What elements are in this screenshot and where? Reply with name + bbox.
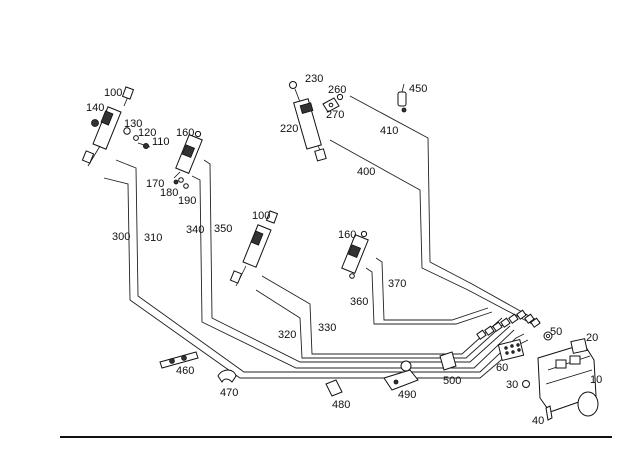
label-100-middle: 100 <box>252 210 270 222</box>
bundle-fittings <box>476 309 541 340</box>
label-130: 130 <box>124 118 142 130</box>
label-160-upper: 160 <box>176 127 194 139</box>
pipe-320 <box>255 289 507 359</box>
label-170: 170 <box>146 178 164 190</box>
nut-50 <box>543 331 553 341</box>
label-330: 330 <box>318 322 336 334</box>
valve-160-upper <box>173 130 203 189</box>
label-110: 110 <box>152 136 170 148</box>
label-490: 490 <box>398 389 416 401</box>
label-460: 460 <box>176 365 194 377</box>
pipe-350 <box>203 159 511 363</box>
cylinder-100-middle <box>229 210 279 287</box>
clip-470 <box>217 369 237 383</box>
valve-160-right <box>341 230 369 279</box>
pipe-410 <box>349 95 541 323</box>
pipe-400 <box>329 139 537 327</box>
label-450: 450 <box>409 83 427 95</box>
label-480: 480 <box>332 399 350 411</box>
pipe-340 <box>191 175 515 369</box>
label-350: 350 <box>214 223 232 235</box>
label-10: 10 <box>590 374 602 386</box>
pipe-370 <box>375 257 489 321</box>
label-320: 320 <box>278 329 296 341</box>
label-190: 190 <box>178 195 196 207</box>
bracket-480 <box>325 379 343 397</box>
label-360: 360 <box>350 296 368 308</box>
pipe-310 <box>115 159 525 373</box>
label-20: 20 <box>586 332 598 344</box>
label-260: 260 <box>328 84 346 96</box>
valve-450 <box>397 83 407 113</box>
label-310: 310 <box>144 232 162 244</box>
washer-30 <box>522 380 530 388</box>
label-120: 120 <box>138 127 156 139</box>
label-140: 140 <box>86 102 104 114</box>
label-220: 220 <box>280 123 298 135</box>
label-50: 50 <box>550 326 562 338</box>
label-300: 300 <box>112 231 130 243</box>
pipe-300 <box>103 177 529 379</box>
label-400: 400 <box>357 166 375 178</box>
bracket-270 <box>322 93 344 113</box>
label-470: 470 <box>220 387 238 399</box>
hydraulic-pump-10 <box>537 343 599 417</box>
holder-490 <box>383 360 419 391</box>
pipe-360 <box>365 267 493 325</box>
bolt-40 <box>545 405 553 421</box>
label-230: 230 <box>305 73 323 85</box>
label-60: 60 <box>496 362 508 374</box>
connector-block-60 <box>497 338 525 362</box>
part-labels: 100 140 130 120 110 160 170 180 190 230 … <box>86 73 602 427</box>
small-parts-130-110 <box>123 127 151 149</box>
label-180: 180 <box>160 187 178 199</box>
label-30: 30 <box>506 379 518 391</box>
cylinder-100-left <box>81 86 135 167</box>
label-40: 40 <box>532 415 544 427</box>
label-270: 270 <box>326 109 344 121</box>
bracket-500 <box>439 351 457 371</box>
label-410: 410 <box>380 125 398 137</box>
cylinder-220-top <box>289 81 327 162</box>
label-500: 500 <box>443 375 461 387</box>
label-100-left: 100 <box>104 87 122 99</box>
label-160-right: 160 <box>338 229 356 241</box>
pipe-330 <box>261 275 503 355</box>
label-370: 370 <box>388 278 406 290</box>
relay-20 <box>570 338 588 354</box>
bracket-460 <box>159 351 199 369</box>
label-340: 340 <box>186 224 204 236</box>
